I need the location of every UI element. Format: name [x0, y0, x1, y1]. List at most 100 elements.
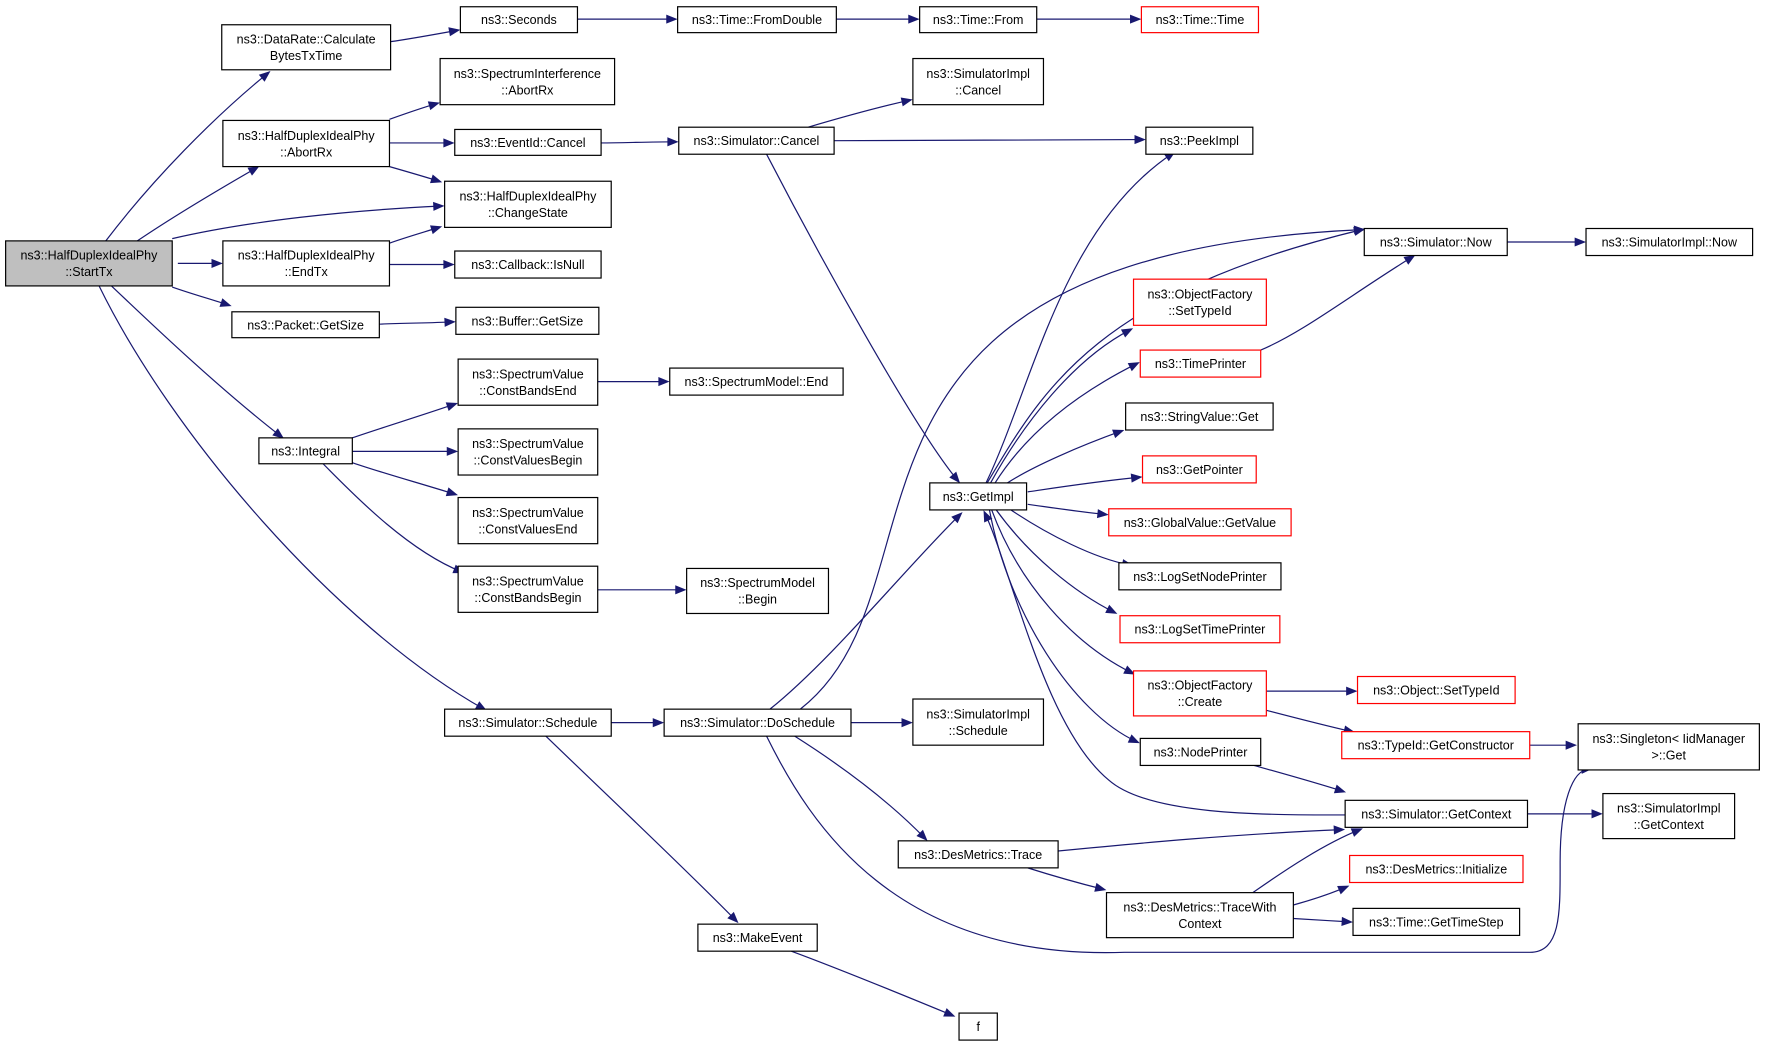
node-box [1602, 792, 1736, 840]
node-label: ::EndTx [285, 265, 329, 279]
node-gv-getvalue[interactable]: ns3::GlobalValue::GetValue [1108, 508, 1292, 537]
call-edge [596, 377, 670, 387]
node-sim-doschedule[interactable]: ns3::Simulator::DoSchedule [663, 708, 852, 737]
node-f[interactable]: f [958, 1012, 998, 1041]
call-edge-line [322, 463, 462, 573]
node-box [1118, 562, 1282, 591]
node-pkt-getsize[interactable]: ns3::Packet::GetSize [231, 311, 380, 339]
node-label: Context [1178, 917, 1222, 931]
call-edge [994, 362, 1140, 484]
node-sim-cancel[interactable]: ns3::Simulator::Cancel [678, 126, 835, 155]
node-label: ns3::TimePrinter [1155, 357, 1246, 371]
arrowhead-icon [1112, 429, 1125, 439]
node-box [221, 24, 392, 71]
node-logsettimeprinter[interactable]: ns3::LogSetTimePrinter [1119, 615, 1281, 644]
node-getimpl[interactable]: ns3::GetImpl [929, 482, 1028, 511]
call-edge [545, 735, 739, 924]
node-des-trace[interactable]: ns3::DesMetrics::Trace [897, 840, 1059, 869]
node-label: ns3::ObjectFactory [1147, 287, 1253, 301]
node-logsetnodeprinter[interactable]: ns3::LogSetNodePrinter [1118, 562, 1282, 591]
node-sv-cbb[interactable]: ns3::SpectrumValue::ConstBandsBegin [457, 565, 599, 613]
node-makeevent[interactable]: ns3::MakeEvent [697, 923, 818, 952]
call-edge-line [766, 735, 1590, 954]
node-sim-getcontext[interactable]: ns3::Simulator::GetContext [1344, 799, 1529, 828]
node-sv-cvb[interactable]: ns3::SpectrumValue::ConstValuesBegin [457, 428, 599, 476]
node-label: ns3::Simulator::DoSchedule [680, 716, 835, 730]
arrowhead-icon [916, 829, 928, 841]
node-sv-cve[interactable]: ns3::SpectrumValue::ConstValuesEnd [457, 496, 599, 545]
call-edge [1036, 14, 1142, 24]
node-label: ns3::HalfDuplexIdealPhy [238, 249, 376, 263]
node-label: >::Get [1652, 749, 1687, 763]
node-typeid-getctor[interactable]: ns3::TypeId::GetConstructor [1341, 731, 1531, 760]
node-timeprinter[interactable]: ns3::TimePrinter [1139, 349, 1262, 378]
node-label: ns3::SpectrumValue [472, 506, 584, 520]
node-simimpl-getcontext[interactable]: ns3::SimulatorImpl::GetContext [1602, 792, 1736, 840]
node-label: ns3::DesMetrics::Trace [914, 848, 1042, 862]
node-obj-settypeid[interactable]: ns3::Object::SetTypeId [1356, 675, 1516, 705]
node-simimpl-cancel[interactable]: ns3::SimulatorImpl::Cancel [912, 57, 1045, 106]
node-eventid-cancel[interactable]: ns3::EventId::Cancel [454, 128, 602, 156]
node-label: ::StartTx [65, 265, 113, 279]
node-fromdouble[interactable]: ns3::Time::FromDouble [677, 6, 837, 34]
node-label: ns3::Simulator::GetContext [1361, 807, 1512, 821]
node-of-settypeid[interactable]: ns3::ObjectFactory::SetTypeId [1132, 278, 1267, 326]
node-changestate[interactable]: ns3::HalfDuplexIdealPhy::ChangeState [444, 180, 612, 228]
node-label: ns3::Time::Time [1156, 13, 1245, 27]
node-getpointer[interactable]: ns3::GetPointer [1141, 455, 1257, 484]
call-edge [172, 286, 232, 307]
node-si-abortrx[interactable]: ns3::SpectrumInterference::AbortRx [439, 57, 616, 106]
node-isnull[interactable]: ns3::Callback::IsNull [454, 250, 602, 279]
call-edge [990, 328, 1134, 484]
node-simimpl-schedule[interactable]: ns3::SimulatorImpl::Schedule [912, 698, 1045, 746]
call-edge-line [985, 152, 1174, 484]
node-sim-schedule[interactable]: ns3::Simulator::Schedule [444, 708, 612, 737]
arrowhead-icon [219, 298, 232, 307]
node-stringvalue-get[interactable]: ns3::StringValue::Get [1125, 402, 1274, 431]
node-peekimpl[interactable]: ns3::PeekImpl [1145, 126, 1254, 155]
node-seconds[interactable]: ns3::Seconds [459, 6, 579, 34]
arrowhead-icon [427, 101, 440, 111]
node-timetime[interactable]: ns3::Time::Time [1140, 6, 1260, 34]
call-edge [850, 718, 913, 728]
node-simimpl-now[interactable]: ns3::SimulatorImpl::Now [1585, 227, 1754, 257]
edges-layer [98, 14, 1603, 1017]
arrowhead-icon [1565, 740, 1577, 750]
node-label: ::ConstBandsBegin [474, 591, 581, 605]
node-des-init[interactable]: ns3::DesMetrics::Initialize [1349, 854, 1524, 884]
node-label: ns3::GetImpl [943, 490, 1014, 504]
call-edge-line [994, 363, 1138, 484]
node-label: ns3::SpectrumModel::End [685, 375, 829, 389]
node-endtx[interactable]: ns3::HalfDuplexIdealPhy::EndTx [222, 240, 391, 287]
arrowhead-icon [1134, 135, 1146, 145]
arrowhead-icon [675, 585, 687, 595]
node-buf-getsize[interactable]: ns3::Buffer::GetSize [455, 306, 600, 335]
node-label: ns3::NodePrinter [1154, 745, 1248, 759]
node-box [1577, 723, 1760, 771]
call-edge [597, 585, 687, 595]
node-nodeprinter[interactable]: ns3::NodePrinter [1139, 737, 1262, 767]
node-box [697, 923, 818, 952]
node-integral[interactable]: ns3::Integral [258, 437, 353, 465]
arrowhead-icon [247, 166, 260, 176]
arrowhead-icon [443, 259, 455, 270]
node-sv-cbe[interactable]: ns3::SpectrumValue::ConstBandsEnd [457, 358, 599, 406]
arrowhead-icon [446, 446, 459, 456]
node-box [444, 180, 612, 228]
node-sim-now[interactable]: ns3::Simulator::Now [1363, 227, 1508, 257]
node-time-gettimestep[interactable]: ns3::Time::GetTimeStep [1352, 907, 1521, 937]
node-sm-begin[interactable]: ns3::SpectrumModel::Begin [686, 567, 830, 615]
node-sm-end[interactable]: ns3::SpectrumModel::End [669, 367, 844, 396]
node-singleton-get[interactable]: ns3::Singleton< IidManager>::Get [1577, 723, 1760, 771]
call-edge [1260, 254, 1416, 351]
node-timefrom[interactable]: ns3::Time::From [919, 6, 1038, 34]
call-edge [1027, 867, 1107, 892]
node-box [439, 57, 616, 106]
node-label: ns3::Callback::IsNull [471, 258, 584, 272]
call-edge [1266, 709, 1356, 735]
node-of-create[interactable]: ns3::ObjectFactory::Create [1132, 670, 1267, 717]
node-hdip-abortrx[interactable]: ns3::HalfDuplexIdealPhy::AbortRx [222, 119, 391, 168]
node-starttx[interactable]: ns3::HalfDuplexIdealPhy::StartTx [5, 240, 173, 287]
